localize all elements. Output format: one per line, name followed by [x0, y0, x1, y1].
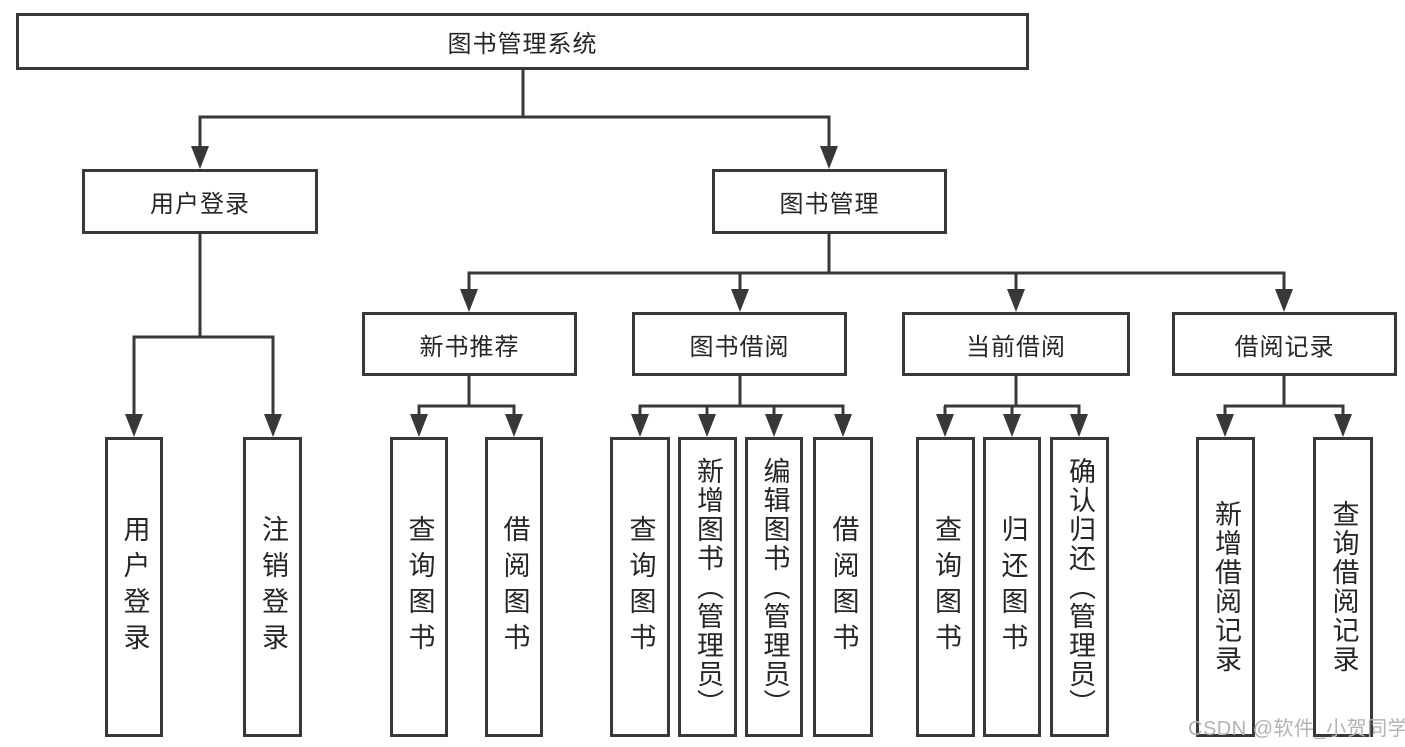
leaf-current-return-book: 归还图书 — [983, 437, 1041, 737]
leaf-borrowing-add-book-admin: 新增图书（管理员） — [678, 437, 737, 737]
leaf-label: 查询图书 — [931, 515, 961, 659]
node-current-borrowing: 当前借阅 — [902, 312, 1130, 376]
leaf-label: 注销登录 — [258, 515, 288, 659]
leaf-label: 借阅图书 — [499, 515, 530, 659]
leaf-label: 查询图书 — [404, 515, 435, 659]
node-new-book-recommend: 新书推荐 — [362, 312, 577, 376]
leaf-current-confirm-return-admin: 确认归还（管理员） — [1050, 437, 1109, 737]
connector-borrowing-records-children — [1216, 375, 1352, 437]
leaf-recommend-borrow-book: 借阅图书 — [485, 437, 543, 737]
node-book-management: 图书管理 — [712, 169, 947, 234]
leaf-user-login: 用户登录 — [105, 437, 163, 737]
watermark: CSDN @软件_小贺同学 — [1188, 718, 1405, 740]
leaf-borrowing-edit-book-admin: 编辑图书（管理员） — [745, 437, 803, 737]
connector-book-borrowing-children — [631, 375, 852, 437]
connector-user-login-children — [125, 233, 282, 437]
connector-book-management-children — [460, 233, 1293, 312]
leaf-borrowing-borrow-book: 借阅图书 — [813, 437, 873, 737]
leaf-label: 查询借阅记录 — [1328, 500, 1359, 674]
leaf-current-query-book: 查询图书 — [916, 437, 975, 737]
leaf-borrowing-query-book: 查询图书 — [610, 437, 670, 737]
leaf-recommend-query-book: 查询图书 — [390, 437, 448, 737]
connector-new-book-recommend-children — [410, 375, 523, 437]
leaf-label: 归还图书 — [997, 515, 1028, 659]
connector-current-borrowing-children — [936, 375, 1088, 437]
leaf-label: 借阅图书 — [828, 515, 859, 659]
node-user-login: 用户登录 — [82, 169, 318, 234]
leaf-label: 新增图书（管理员） — [693, 456, 723, 718]
node-borrowing-records: 借阅记录 — [1172, 312, 1397, 376]
leaf-records-query-record: 查询借阅记录 — [1313, 437, 1373, 737]
leaf-label: 编辑图书（管理员） — [759, 456, 790, 718]
leaf-logout: 注销登录 — [243, 437, 302, 737]
leaf-label: 新增借阅记录 — [1211, 500, 1241, 674]
node-library-management-system: 图书管理系统 — [16, 13, 1029, 70]
node-book-borrowing: 图书借阅 — [632, 312, 847, 376]
leaf-label: 查询图书 — [625, 515, 656, 659]
leaf-label: 确认归还（管理员） — [1065, 456, 1095, 718]
connector-root-to-level1 — [191, 69, 838, 169]
leaf-label: 用户登录 — [119, 515, 150, 659]
leaf-records-add-record: 新增借阅记录 — [1196, 437, 1255, 737]
